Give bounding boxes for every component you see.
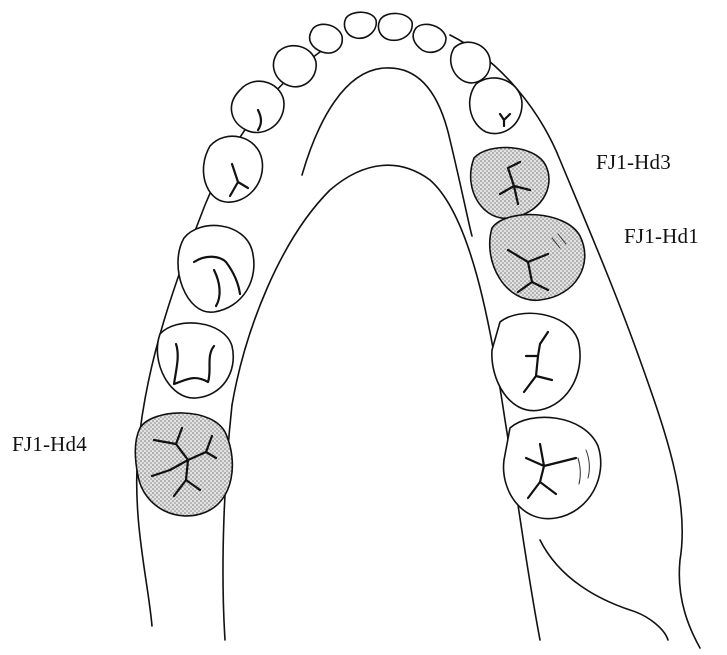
tooth-hd4-shaded <box>135 413 232 516</box>
tooth-canine-left <box>274 46 317 87</box>
tooth-premolar-right-1 <box>470 78 522 134</box>
tooth-canine-right <box>451 42 490 83</box>
tooth-incisor-1 <box>344 12 376 38</box>
tooth-molar-right-4 <box>504 417 601 518</box>
label-fj1-hd4: FJ1-Hd4 <box>12 432 87 457</box>
tooth-molar-left-2 <box>157 323 233 398</box>
label-fj1-hd3: FJ1-Hd3 <box>596 150 671 175</box>
tooth-incisor-2 <box>378 13 412 40</box>
label-fj1-hd1: FJ1-Hd1 <box>624 224 699 249</box>
tooth-molar-right-3 <box>492 313 580 410</box>
tooth-incisor-3 <box>310 24 343 53</box>
tongue-arch-inner-curve <box>302 68 472 236</box>
jaw-outer-base-right <box>540 540 668 640</box>
tooth-molar-left-1 <box>178 226 254 313</box>
tooth-hd3-shaded <box>471 148 549 219</box>
tooth-premolar-left-1 <box>231 81 284 132</box>
tooth-incisor-4 <box>413 24 446 52</box>
